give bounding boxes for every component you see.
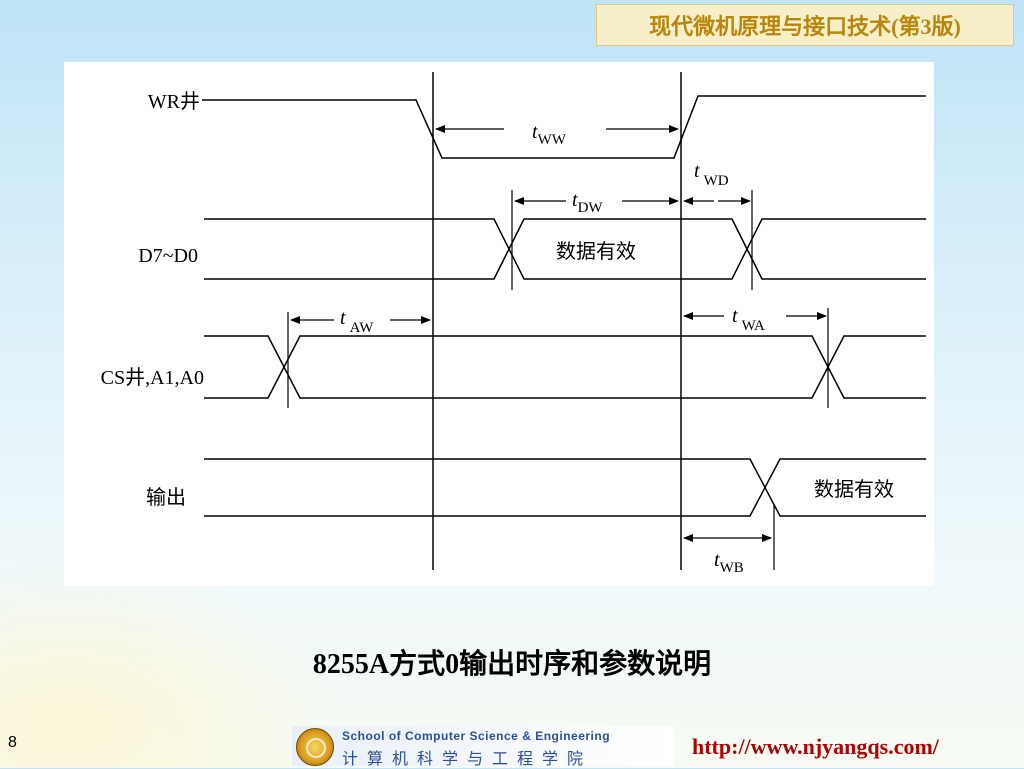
school-logo-icon: [296, 728, 334, 766]
course-title: 现代微机原理与接口技术(第3版): [596, 4, 1014, 46]
cs-waveform-bottom: [204, 335, 926, 399]
school-banner: School of Computer Science & Engineering…: [292, 726, 674, 768]
data-valid-label: 数据有效: [556, 240, 636, 263]
background-glow: [0, 560, 340, 768]
school-name-en: School of Computer Science & Engineering: [342, 729, 611, 743]
wr-waveform: [202, 95, 926, 159]
page-number: 8: [8, 734, 17, 751]
tww-label: tWW: [532, 121, 567, 148]
twb-label: tWB: [714, 549, 744, 576]
signal-label-data: D7~D0: [138, 245, 198, 267]
signal-label-wr: WR井: [148, 90, 200, 113]
course-title-text: 现代微机原理与接口技术(第3版): [649, 14, 961, 39]
signal-label-output: 输出: [146, 486, 186, 509]
data-waveform-bottom: [204, 218, 926, 280]
website-link[interactable]: http://www.njyangqs.com/: [692, 734, 939, 759]
signal-label-cs: CS井,A1,A0: [101, 366, 204, 389]
data-waveform-top: [204, 218, 926, 280]
output-valid-label: 数据有效: [814, 478, 894, 501]
tdw-label: tDW: [572, 189, 603, 216]
school-name-cn: 计算机科学与工程学院: [342, 749, 593, 768]
out-waveform-bottom: [204, 458, 926, 517]
cs-waveform-top: [204, 335, 926, 399]
slide-caption: 8255A方式0输出时序和参数说明: [312, 649, 712, 680]
